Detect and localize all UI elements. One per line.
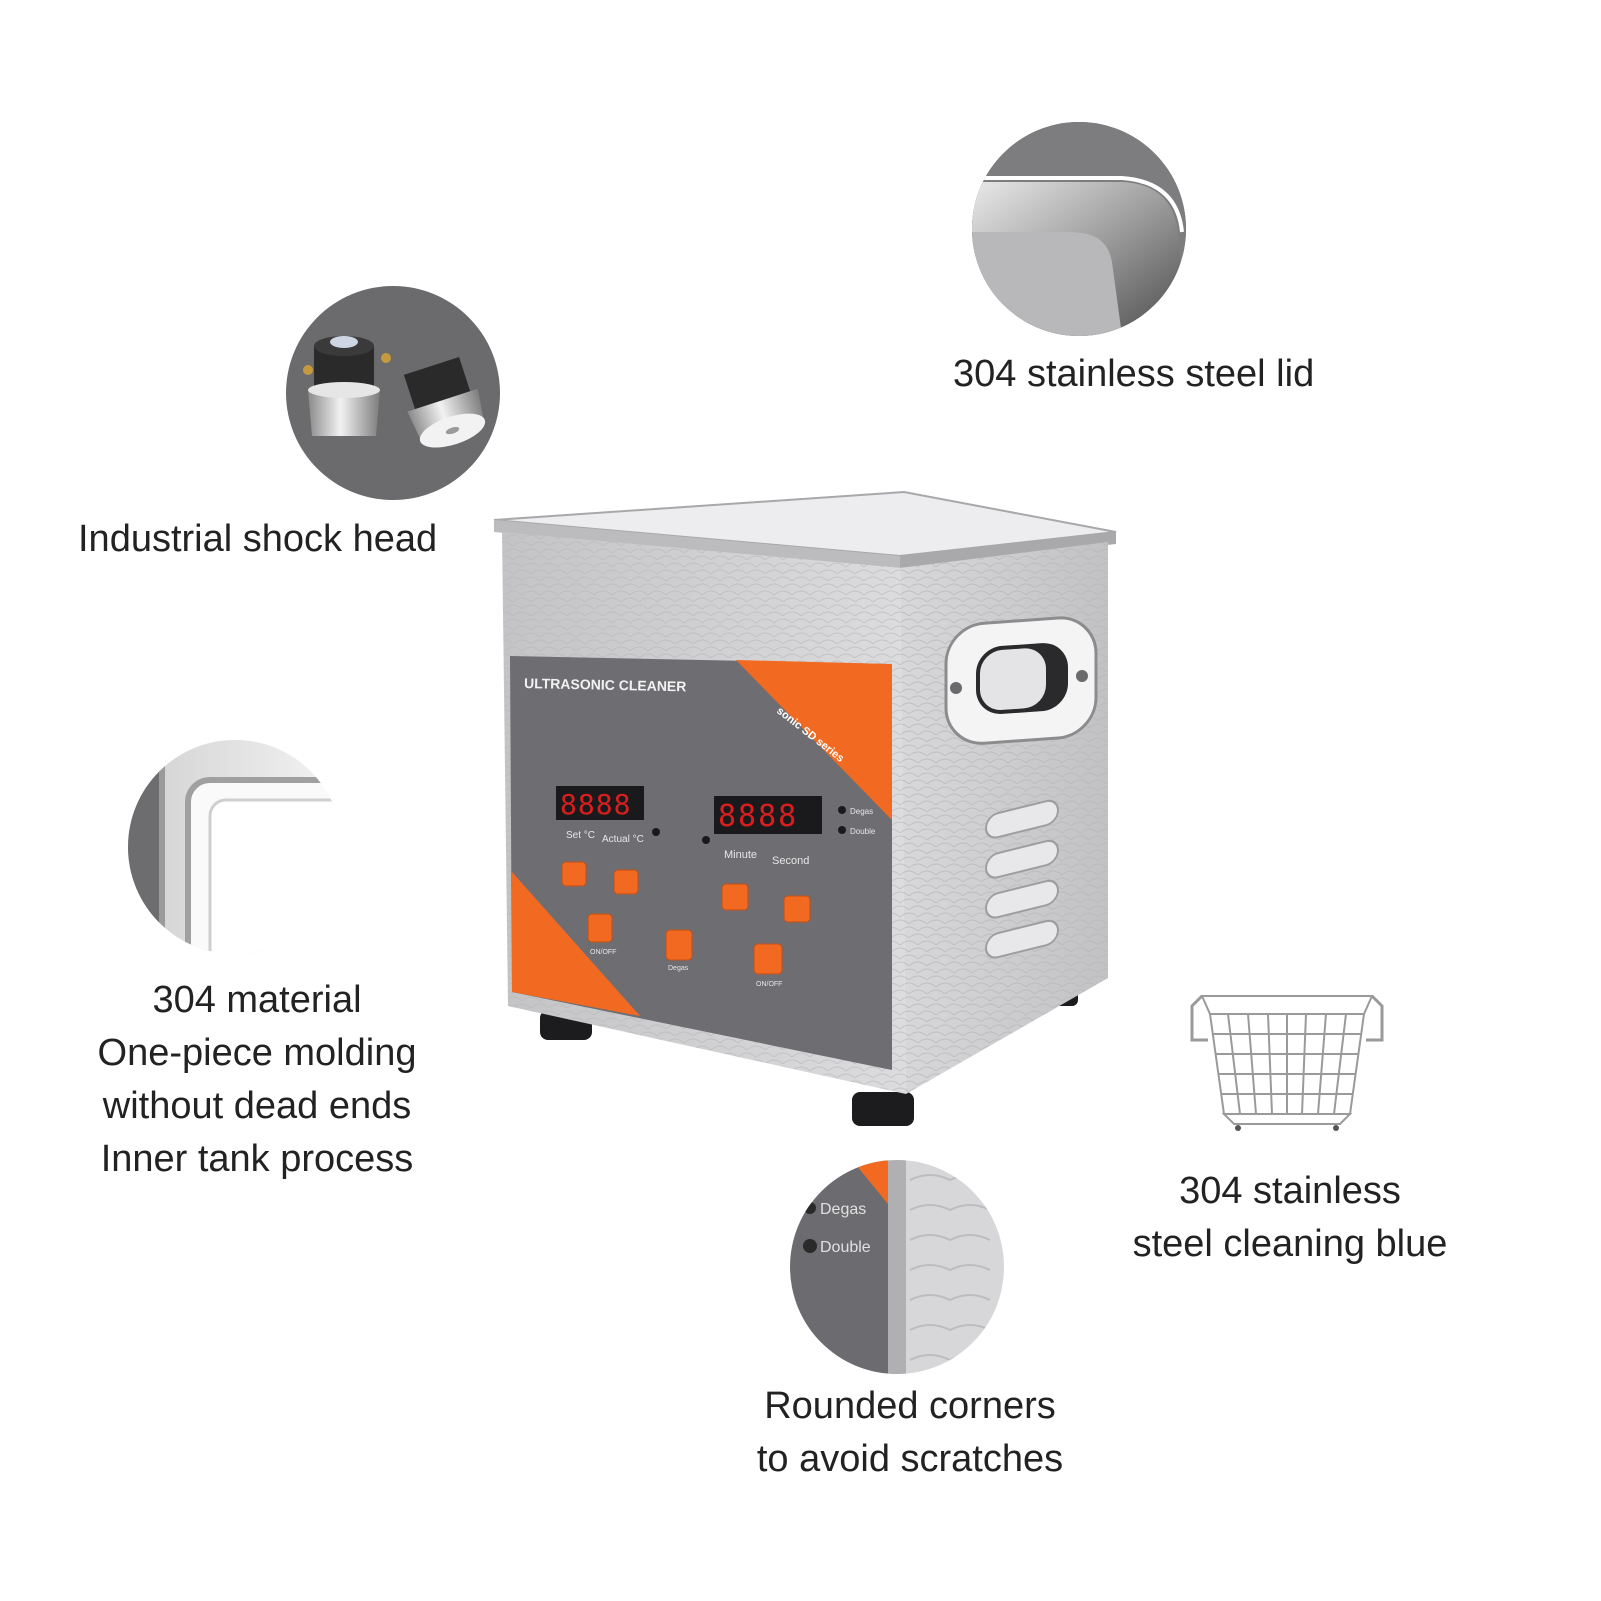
panel-accent-top xyxy=(736,660,892,820)
power-onoff-label: ON/OFF xyxy=(756,981,782,988)
double-indicator-label: Double xyxy=(850,827,876,836)
material-label: 304 material One-piece molding without d… xyxy=(97,979,417,1180)
temp-down-button[interactable] xyxy=(613,869,639,895)
panel-accent-bottom xyxy=(512,872,640,1016)
wire-basket-icon xyxy=(1190,994,1384,1131)
lid-side-edge xyxy=(900,532,1116,568)
temp-up-button[interactable] xyxy=(561,861,587,887)
lid-label: 304 stainless steel lid xyxy=(953,353,1315,395)
basket-circle xyxy=(1180,944,1394,1158)
power-button[interactable] xyxy=(753,943,783,975)
lid-front-edge xyxy=(494,520,900,568)
control-panel xyxy=(510,656,892,1070)
minute-button[interactable] xyxy=(721,883,749,911)
temperature-display xyxy=(556,786,644,820)
brand-label: ULTRASONIC CLEANER xyxy=(524,675,687,694)
set-temp-label: Set °C xyxy=(566,830,595,841)
basket-label: 304 stainless steel cleaning blue xyxy=(1132,1170,1448,1265)
degas-indicator xyxy=(838,806,846,814)
corner-double-label: Double xyxy=(820,1239,871,1256)
actual-temp-label: Actual °C xyxy=(602,834,644,845)
corners-label: Rounded corners to avoid scratches xyxy=(756,1385,1064,1480)
side-vents xyxy=(985,799,1059,959)
degas-indicator-label: Degas xyxy=(850,807,873,816)
double-indicator xyxy=(838,826,846,834)
time-display xyxy=(714,796,822,834)
degas-button-label: Degas xyxy=(668,965,689,972)
svg-text:8888: 8888 xyxy=(718,799,798,834)
degas-button[interactable] xyxy=(665,929,693,961)
shock-head-circle xyxy=(286,286,500,500)
heat-onoff-label: ON/OFF xyxy=(590,949,616,956)
foot-front-right xyxy=(852,1092,914,1126)
heat-power-button[interactable] xyxy=(587,913,613,943)
second-button[interactable] xyxy=(783,895,811,923)
lid-circle xyxy=(972,122,1186,336)
second-label: Second xyxy=(772,855,809,867)
minute-label: Minute xyxy=(724,849,757,861)
corner-degas-label: Degas xyxy=(820,1201,866,1218)
side-handle xyxy=(944,616,1098,745)
shock-head-label: Industrial shock head xyxy=(78,518,438,560)
transducer-icon xyxy=(303,336,486,448)
svg-text:8888: 8888 xyxy=(560,788,631,821)
steel-lid-icon xyxy=(972,122,1186,336)
